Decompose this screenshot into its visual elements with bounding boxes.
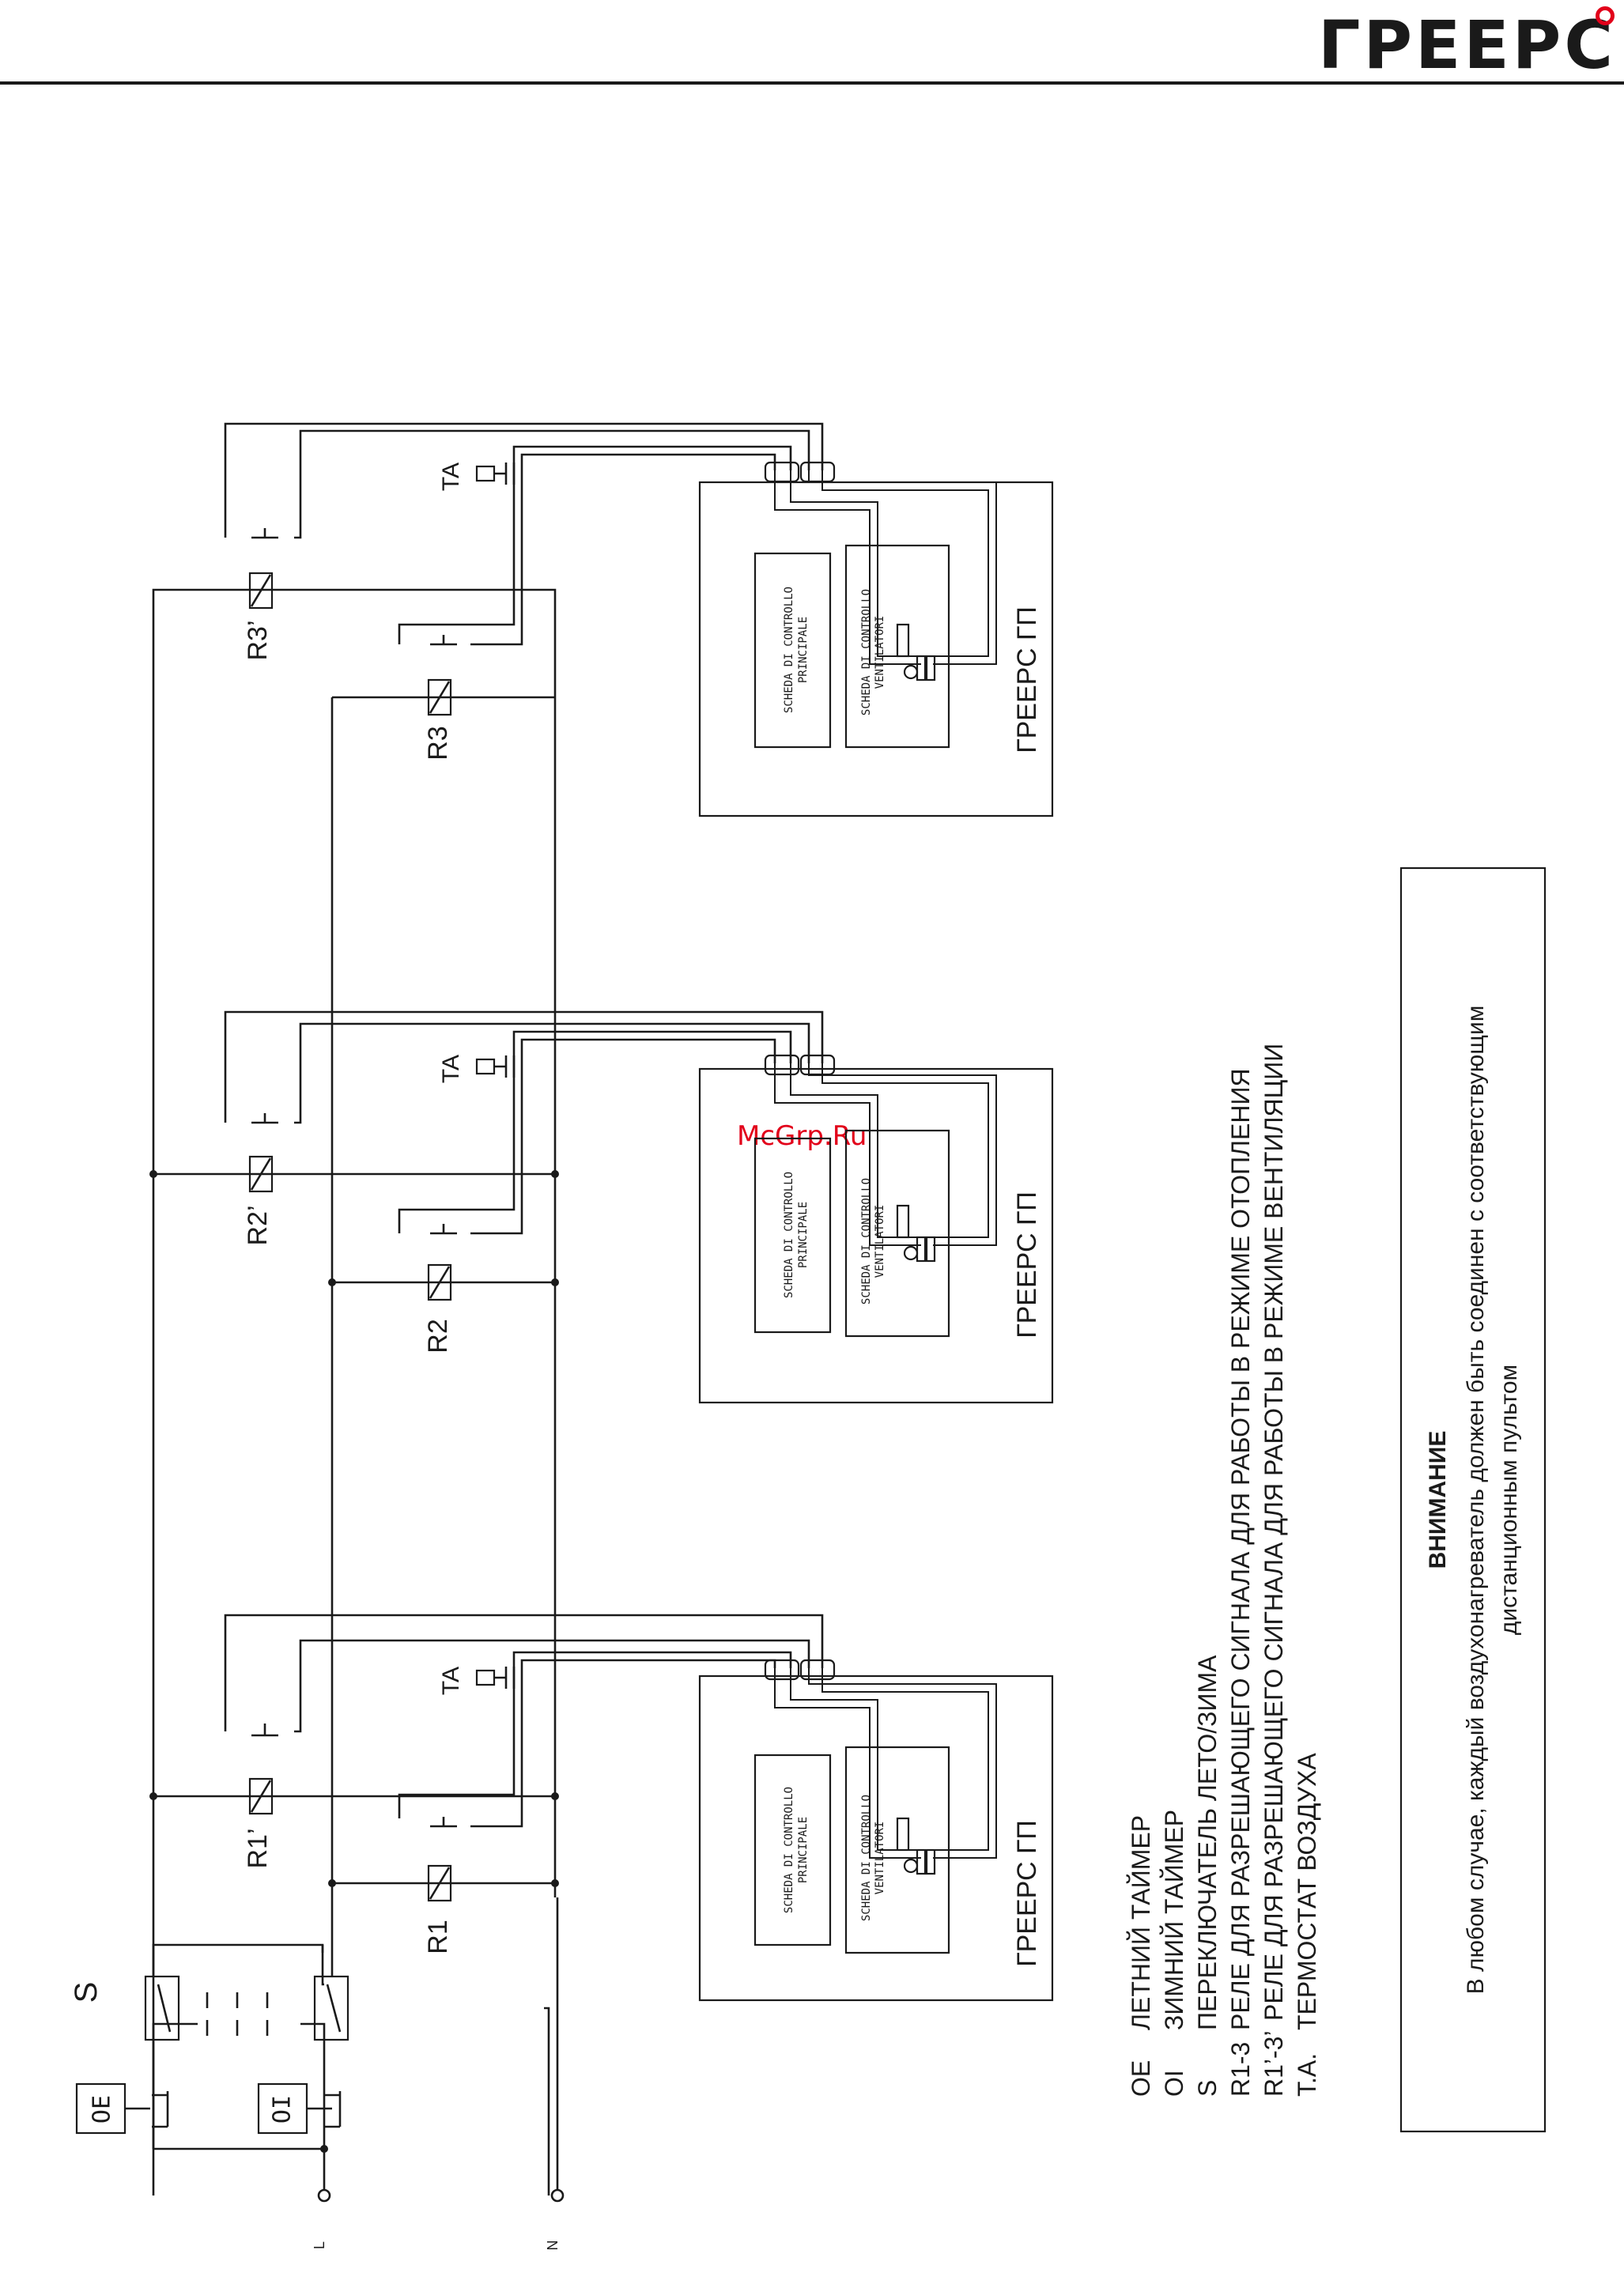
fan-2-icon	[903, 1245, 919, 1261]
legend-text-s: ПЕРЕКЛЮЧАТЕЛЬ ЛЕТО/ЗИМА	[1193, 1655, 1222, 2030]
legend-code-r1-3: R1-3	[1226, 2042, 1255, 2097]
relay-r2	[427, 1263, 452, 1301]
cable-gland-1a-icon	[764, 1659, 800, 1681]
fan-control-board-3	[844, 544, 950, 749]
fan-board-3-connector-icon	[896, 623, 910, 658]
brand-logo: ГРЕЕРС	[1317, 6, 1616, 84]
neutral-terminal	[550, 2188, 565, 2203]
main-board-3-line2: PRINCIPALE	[797, 617, 810, 683]
legend-code-s: S	[1193, 2080, 1222, 2097]
winter-timer-label: OI	[269, 2095, 296, 2124]
thermostat-ta-3-label: TA	[438, 463, 464, 491]
relay-r3-label: R3	[423, 726, 453, 760]
relay-r1-label: R1	[423, 1920, 453, 1954]
relay-r1	[427, 1864, 452, 1902]
relay-r1-prime-label: R1’	[243, 1828, 273, 1868]
cable-gland-2b-icon	[799, 1054, 836, 1076]
relay-r2-label: R2	[423, 1319, 453, 1353]
main-control-board-1	[753, 1754, 832, 1946]
fan-1-icon	[903, 1858, 919, 1874]
unit-3: R3’ R3 TA SCHEDA DI CONTROLLO PRINCIPALE…	[224, 422, 1054, 817]
fan-board-2-line2: VENTILATORI	[874, 1205, 886, 1278]
main-board-2-line1: SCHEDA DI CONTROLLO	[783, 1172, 795, 1298]
fan-board-2-line1: SCHEDA DI CONTROLLO	[860, 1178, 873, 1304]
legend-text-ta: ТЕРМОСТАТ ВОЗДУХА	[1293, 1753, 1321, 2030]
legend-code-oi: OI	[1160, 2070, 1188, 2097]
cable-gland-3a-icon	[764, 461, 800, 483]
legend-text-oe: ЛЕТНИЙ ТАЙМЕР	[1127, 1815, 1155, 2030]
heater-1-label: ГРЕЕРС ГП	[1012, 1820, 1042, 1967]
thermostat-ta-2	[475, 1058, 496, 1075]
legend-text-oi: ЗИМНИЙ ТАЙМЕР	[1160, 1810, 1188, 2030]
brand-ring-icon	[1596, 6, 1615, 25]
heater-3-label: ГРЕЕРС ГП	[1012, 606, 1042, 753]
cable-gland-3b-icon	[799, 461, 836, 483]
legend: OE ЛЕТНИЙ ТАЙМЕР OI ЗИМНИЙ ТАЙМЕР S ПЕРЕ…	[1127, 1044, 1321, 2097]
fan-board-2-connector-icon	[896, 1204, 910, 1239]
relay-r2-prime	[248, 1155, 274, 1193]
notice-box: ВНИМАНИЕ В любом случае, каждый воздухон…	[1399, 866, 1547, 2133]
heater-enclosure-2	[698, 1067, 1054, 1404]
line-label: L	[312, 2241, 327, 2249]
legend-text-r1p-3p: РЕЛЕ ДЛЯ РАЗРЕШАЮЩЕГО СИГНАЛА ДЛЯ РАБОТЫ…	[1260, 1044, 1288, 2021]
fan-board-1-connector-icon	[896, 1817, 910, 1852]
fan-control-board-2	[844, 1129, 950, 1338]
cable-gland-2a-icon	[764, 1054, 800, 1076]
main-board-1-line2: PRINCIPALE	[797, 1817, 810, 1883]
relay-r2-prime-label: R2’	[243, 1205, 273, 1245]
heater-2-label: ГРЕЕРС ГП	[1012, 1191, 1042, 1338]
relay-r3	[427, 678, 452, 716]
cable-gland-1b-icon	[799, 1659, 836, 1681]
main-control-board-3	[753, 552, 832, 749]
notice-line-1: В любом случае, каждый воздухонагревател…	[1463, 1006, 1489, 1995]
fan-board-3-line1: SCHEDA DI CONTROLLO	[860, 589, 873, 715]
summer-timer-label: OE	[89, 2095, 116, 2124]
neutral-label: N	[545, 2241, 561, 2251]
supply-section: L N OE OI S	[69, 1897, 565, 2251]
thermostat-ta-3	[475, 465, 496, 482]
mode-switch-label: S	[69, 1982, 104, 2003]
bus-lines	[149, 588, 559, 1953]
legend-code-r1p-3p: R1’-3’	[1260, 2030, 1288, 2097]
line-terminal	[317, 2188, 331, 2203]
notice-line-2: дистанционным пультом	[1496, 1365, 1522, 1635]
thermostat-ta-2-label: TA	[438, 1055, 464, 1083]
notice-title: ВНИМАНИЕ	[1425, 1431, 1451, 1569]
main-board-1-line1: SCHEDA DI CONTROLLO	[783, 1787, 795, 1913]
main-board-2-line2: PRINCIPALE	[797, 1202, 810, 1268]
header-rule	[0, 81, 1624, 85]
fan-board-3-line2: VENTILATORI	[874, 616, 886, 689]
relay-r1-prime	[248, 1777, 274, 1815]
thermostat-ta-1-label: TA	[438, 1667, 464, 1695]
legend-text-r1-3: РЕЛЕ ДЛЯ РАЗРЕШАЮЩЕГО СИГНАЛА ДЛЯ РАБОТЫ…	[1226, 1068, 1255, 2030]
main-control-board-2	[753, 1137, 832, 1334]
thermostat-ta-1	[475, 1669, 496, 1686]
legend-code-ta: T.A.	[1293, 2053, 1321, 2097]
unit-1: R1’ R1 TA SCHEDA DI CONTROLLO PRINCIPALE…	[224, 1614, 1054, 2002]
relay-r3-prime-label: R3’	[243, 620, 273, 660]
legend-code-oe: OE	[1127, 2060, 1155, 2097]
heater-enclosure-1	[698, 1674, 1054, 2002]
relay-r3-prime	[248, 572, 274, 610]
fan-3-icon	[903, 664, 919, 680]
mode-switch-s	[144, 1975, 180, 2041]
main-board-3-line1: SCHEDA DI CONTROLLO	[783, 587, 795, 713]
unit-2: R2’ R2 TA SCHEDA DI CONTROLLO PRINCIPALE…	[224, 1010, 1054, 1404]
